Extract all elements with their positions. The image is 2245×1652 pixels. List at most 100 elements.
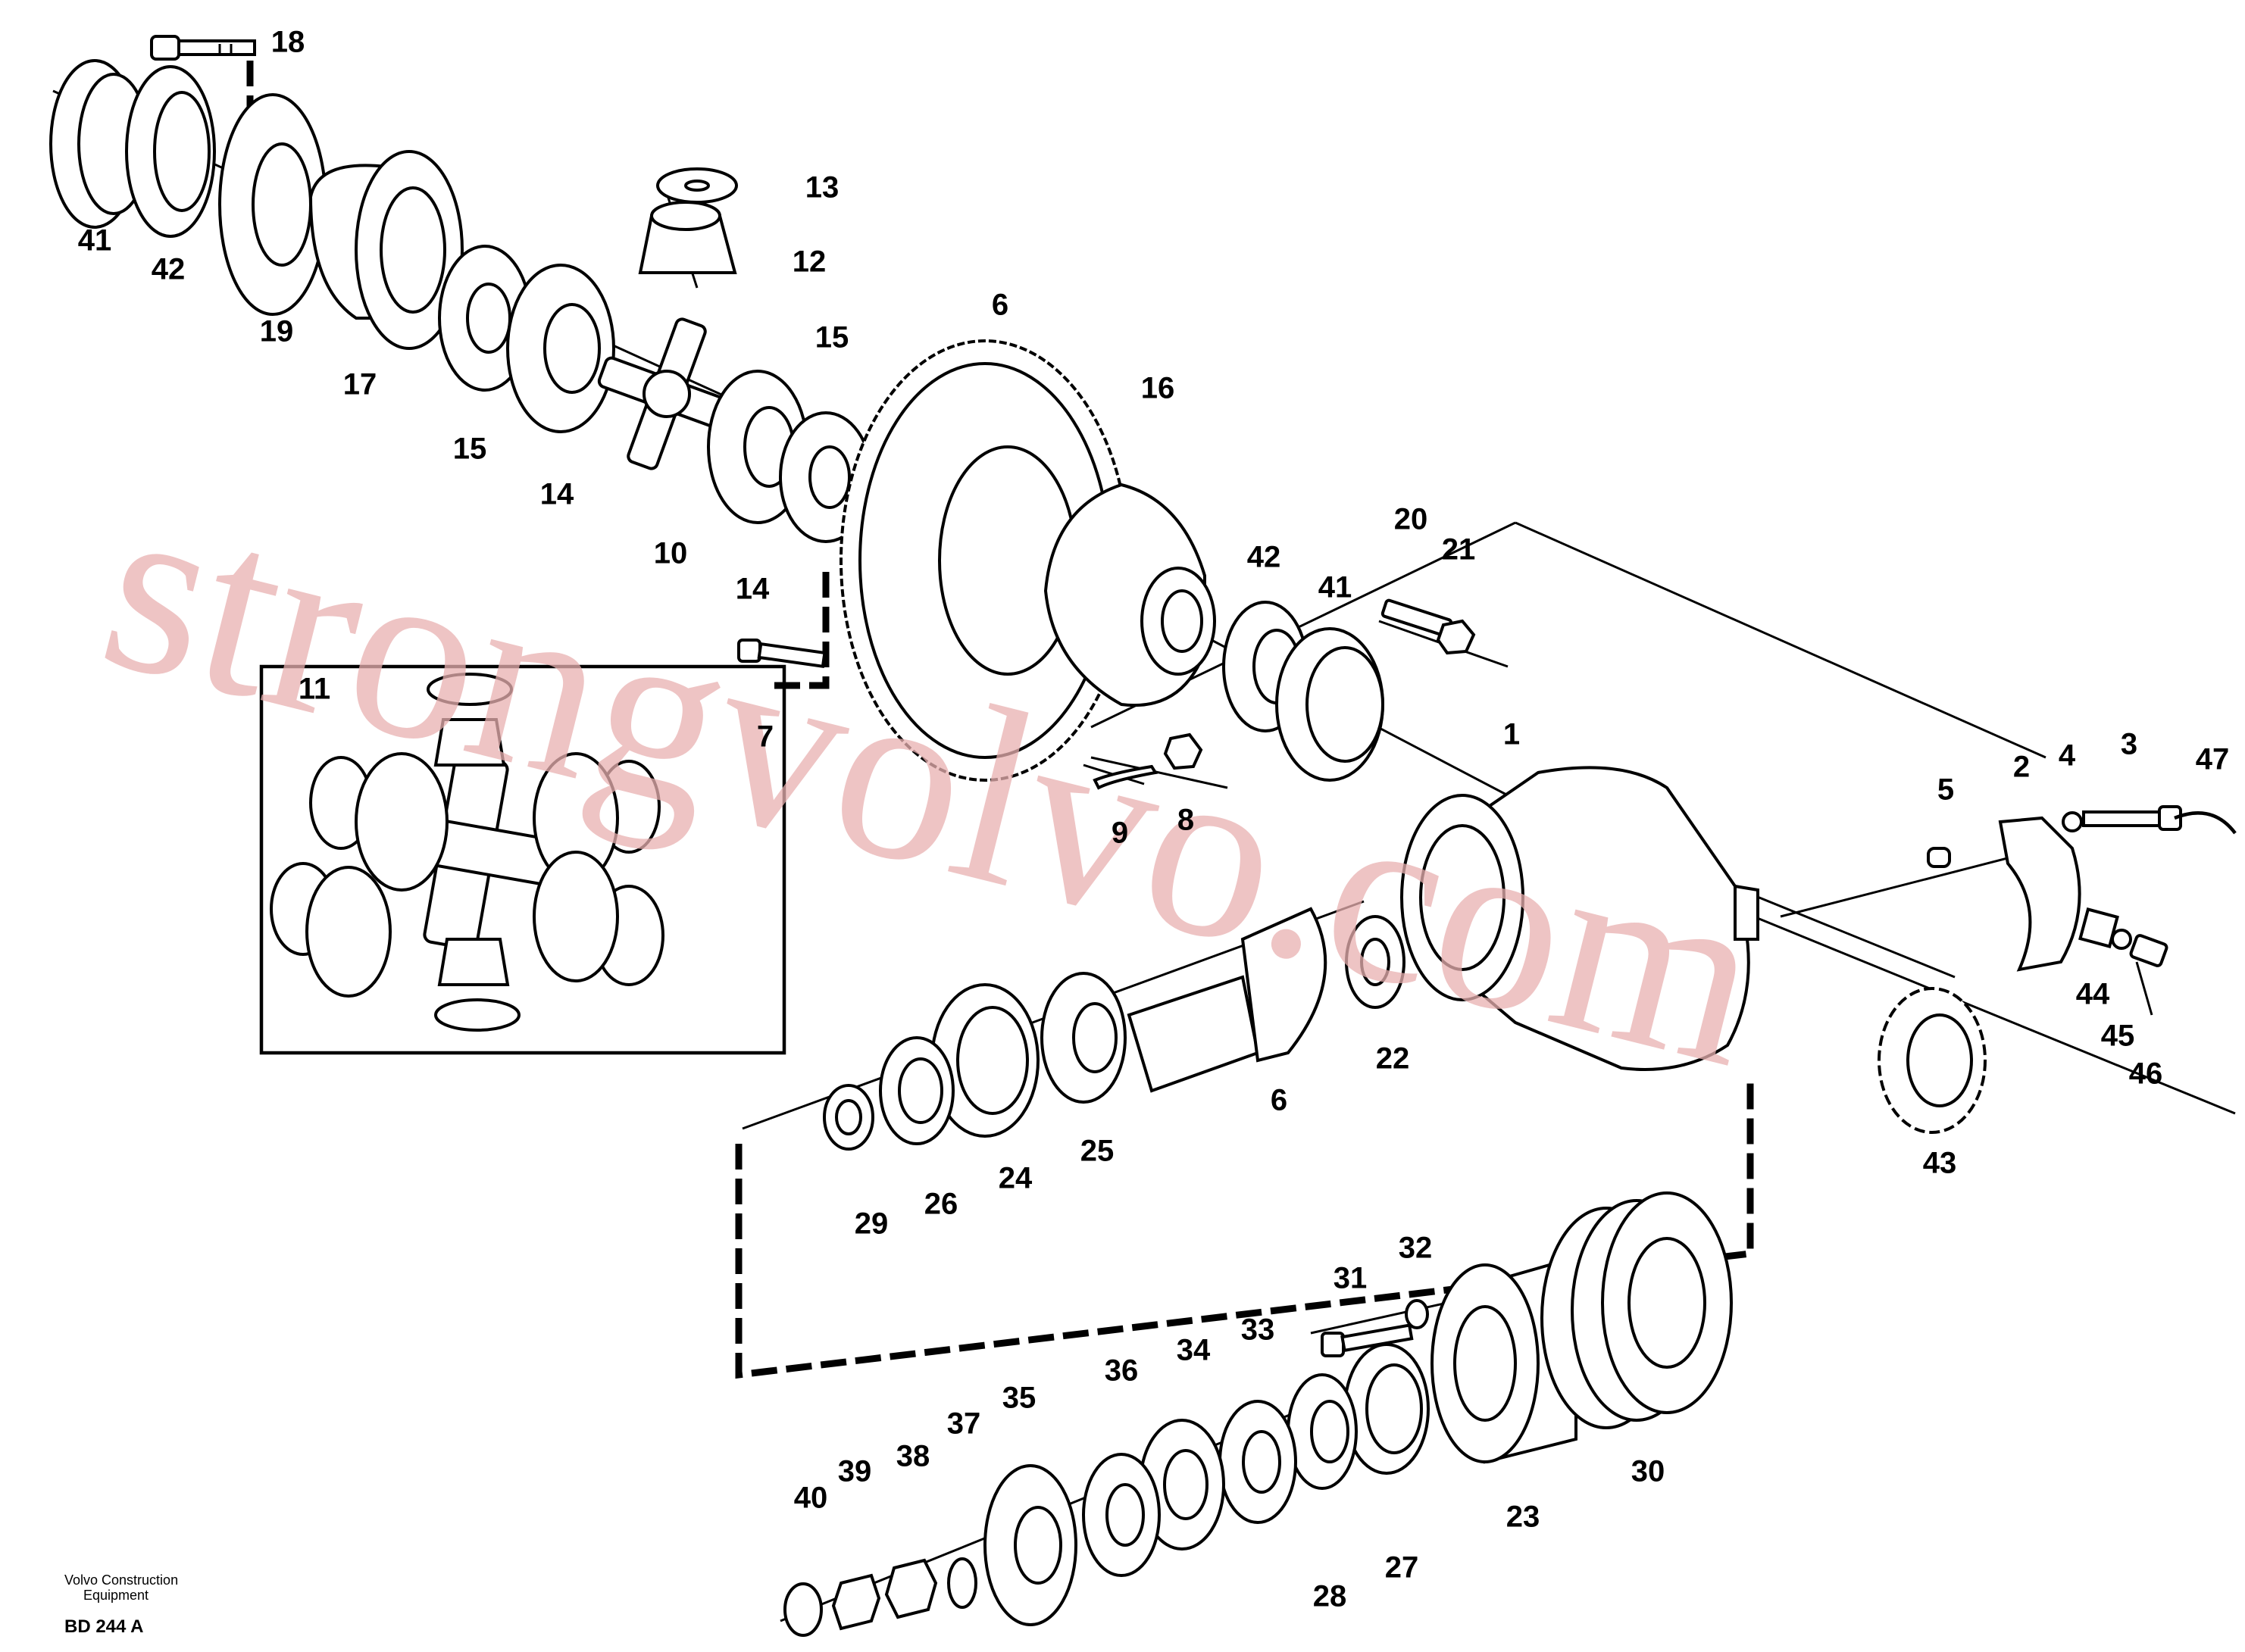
- label-33: 33: [1241, 1313, 1275, 1347]
- bearing-cone-42-top: [125, 65, 216, 238]
- pinion-gear-12: [638, 201, 737, 274]
- ring-gear-6: [840, 339, 1130, 782]
- seal-33: [1218, 1400, 1297, 1524]
- label-6: 6: [992, 289, 1008, 322]
- label-22: 22: [1376, 1042, 1410, 1076]
- bolt-7: [737, 639, 827, 669]
- label-36: 36: [1105, 1354, 1139, 1388]
- lock-washer-45: [2111, 929, 2132, 950]
- label-13: 13: [805, 171, 840, 205]
- side-gear-14-left: [506, 264, 615, 433]
- label-26: 26: [924, 1188, 958, 1221]
- label-9: 9: [1112, 817, 1128, 850]
- label-28: 28: [1313, 1580, 1347, 1613]
- label-37: 37: [947, 1407, 981, 1441]
- label-25: 25: [1080, 1135, 1115, 1168]
- label-1: 1: [1503, 718, 1520, 751]
- diff-case-17: [308, 150, 464, 350]
- bearing-22: [1345, 915, 1405, 1009]
- label-38: 38: [896, 1440, 930, 1473]
- split-pin-9: [1093, 764, 1158, 790]
- label-35: 35: [1002, 1382, 1037, 1415]
- footer-brand-line2: Equipment: [83, 1588, 149, 1603]
- label-14: 14: [540, 478, 574, 511]
- bearing-cup-27: [1343, 1343, 1430, 1475]
- castle-nut-8: [1163, 732, 1203, 770]
- bearing-cup-41-mid: [1275, 627, 1384, 782]
- bearing-25: [1040, 972, 1127, 1104]
- spacer-29: [823, 1084, 874, 1151]
- flange-19: [218, 93, 327, 316]
- label-5: 5: [1937, 773, 1954, 807]
- label-44: 44: [2076, 978, 2110, 1011]
- adjusting-nut-43: [1878, 987, 1987, 1134]
- label-42: 42: [152, 253, 186, 286]
- label-39: 39: [838, 1455, 872, 1488]
- label-17: 17: [343, 368, 377, 401]
- seal-ring-36: [1082, 1453, 1161, 1577]
- diff-housing-16: [1043, 482, 1216, 707]
- shims-30: [1540, 1191, 1733, 1429]
- label-29: 29: [855, 1207, 889, 1241]
- label-15: 15: [815, 321, 849, 354]
- footer: Volvo Construction Equipment BD 244 A: [64, 1572, 178, 1637]
- label-14: 14: [736, 573, 770, 606]
- nut-38: [884, 1558, 938, 1619]
- washer-4: [2062, 811, 2083, 832]
- bolt-46: [2129, 934, 2168, 967]
- label-30: 30: [1631, 1455, 1665, 1488]
- bearing-cone-28: [1287, 1373, 1358, 1490]
- part-labels: 18 41 42 19 17 15 14 10 13 12 14 15 6 16…: [78, 26, 2230, 1613]
- label-41: 41: [78, 224, 112, 258]
- label-19: 19: [260, 315, 294, 348]
- label-20: 20: [1394, 503, 1428, 536]
- label-42: 42: [1247, 541, 1281, 574]
- drive-pinion-6: [1127, 907, 1327, 1093]
- sleeve-5: [1927, 847, 1951, 868]
- label-15: 15: [453, 433, 487, 466]
- label-46: 46: [2129, 1057, 2163, 1091]
- shim-26: [879, 1036, 955, 1145]
- label-7: 7: [757, 720, 774, 754]
- bolt-3: [2082, 805, 2182, 831]
- label-43: 43: [1923, 1147, 1957, 1180]
- label-8: 8: [1177, 804, 1194, 837]
- label-41: 41: [1318, 571, 1352, 604]
- washer-13: [656, 167, 738, 204]
- footer-code: BD 244 A: [64, 1616, 143, 1637]
- label-31: 31: [1334, 1262, 1368, 1295]
- inset-box-11: [259, 664, 786, 1055]
- wire-47: [2174, 811, 2237, 835]
- label-34: 34: [1177, 1334, 1211, 1367]
- bolt-18: [150, 35, 256, 61]
- circlip-40: [783, 1582, 823, 1637]
- label-32: 32: [1399, 1232, 1433, 1265]
- inset-label-11: 11: [299, 673, 330, 706]
- label-12: 12: [793, 245, 827, 279]
- companion-flange-35: [983, 1464, 1077, 1626]
- label-40: 40: [794, 1482, 828, 1515]
- label-27: 27: [1385, 1551, 1419, 1585]
- label-18: 18: [271, 26, 305, 59]
- label-16: 16: [1141, 372, 1175, 405]
- nut-21: [1436, 619, 1476, 655]
- label-24: 24: [999, 1162, 1033, 1195]
- label-21: 21: [1442, 533, 1476, 567]
- label-45: 45: [2101, 1020, 2135, 1053]
- label-3: 3: [2121, 728, 2137, 761]
- label-2: 2: [2013, 751, 2030, 784]
- label-4: 4: [2059, 739, 2076, 773]
- bearing-cup-24: [930, 983, 1040, 1138]
- o-ring-37: [947, 1557, 977, 1609]
- label-6: 6: [1271, 1084, 1287, 1117]
- lock-plate-44: [2078, 907, 2119, 948]
- washer-32: [1405, 1299, 1429, 1329]
- carrier-housing-1: [1400, 766, 1759, 1071]
- bearing-cap-2: [1998, 816, 2081, 972]
- label-10: 10: [654, 537, 688, 570]
- footer-brand-line1: Volvo Construction: [64, 1572, 178, 1588]
- label-47: 47: [2196, 743, 2230, 776]
- lock-plate-39: [831, 1573, 881, 1631]
- label-23: 23: [1506, 1501, 1540, 1534]
